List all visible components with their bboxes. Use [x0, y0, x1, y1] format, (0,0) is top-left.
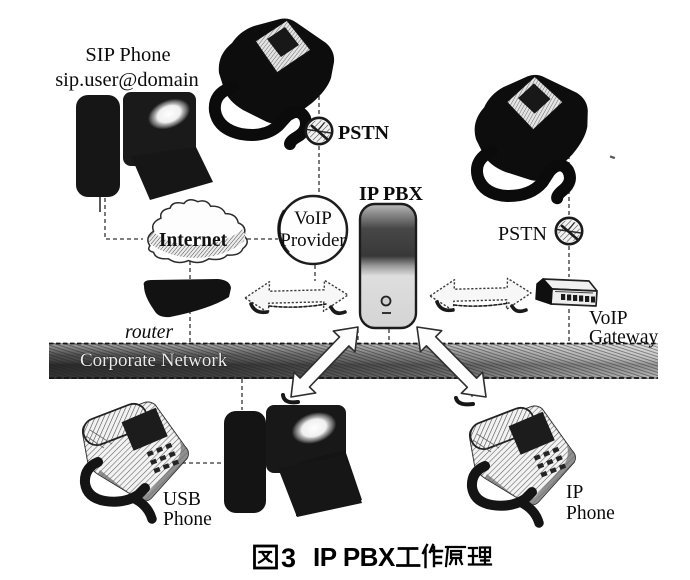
svg-text:Internet: Internet — [159, 230, 228, 251]
svg-text:3: 3 — [281, 543, 296, 573]
svg-text:PSTN: PSTN — [498, 223, 547, 245]
svg-text:USB: USB — [163, 489, 201, 510]
svg-text:Corporate Network: Corporate Network — [80, 350, 228, 371]
svg-text:IP: IP — [566, 482, 583, 503]
svg-text:Provider: Provider — [280, 230, 346, 251]
svg-text:Phone: Phone — [163, 509, 212, 530]
svg-text:sip.user@domain: sip.user@domain — [55, 69, 199, 91]
svg-text:PSTN: PSTN — [338, 122, 390, 144]
svg-text:IP PBX: IP PBX — [313, 542, 396, 572]
svg-text:Gateway: Gateway — [589, 327, 659, 348]
svg-text:router: router — [125, 322, 173, 343]
svg-text:VoIP: VoIP — [294, 208, 332, 229]
svg-text:SIP Phone: SIP Phone — [85, 44, 170, 66]
svg-text:IP PBX: IP PBX — [359, 183, 423, 205]
svg-text:Phone: Phone — [566, 503, 615, 524]
svg-text:VoIP: VoIP — [589, 308, 628, 329]
